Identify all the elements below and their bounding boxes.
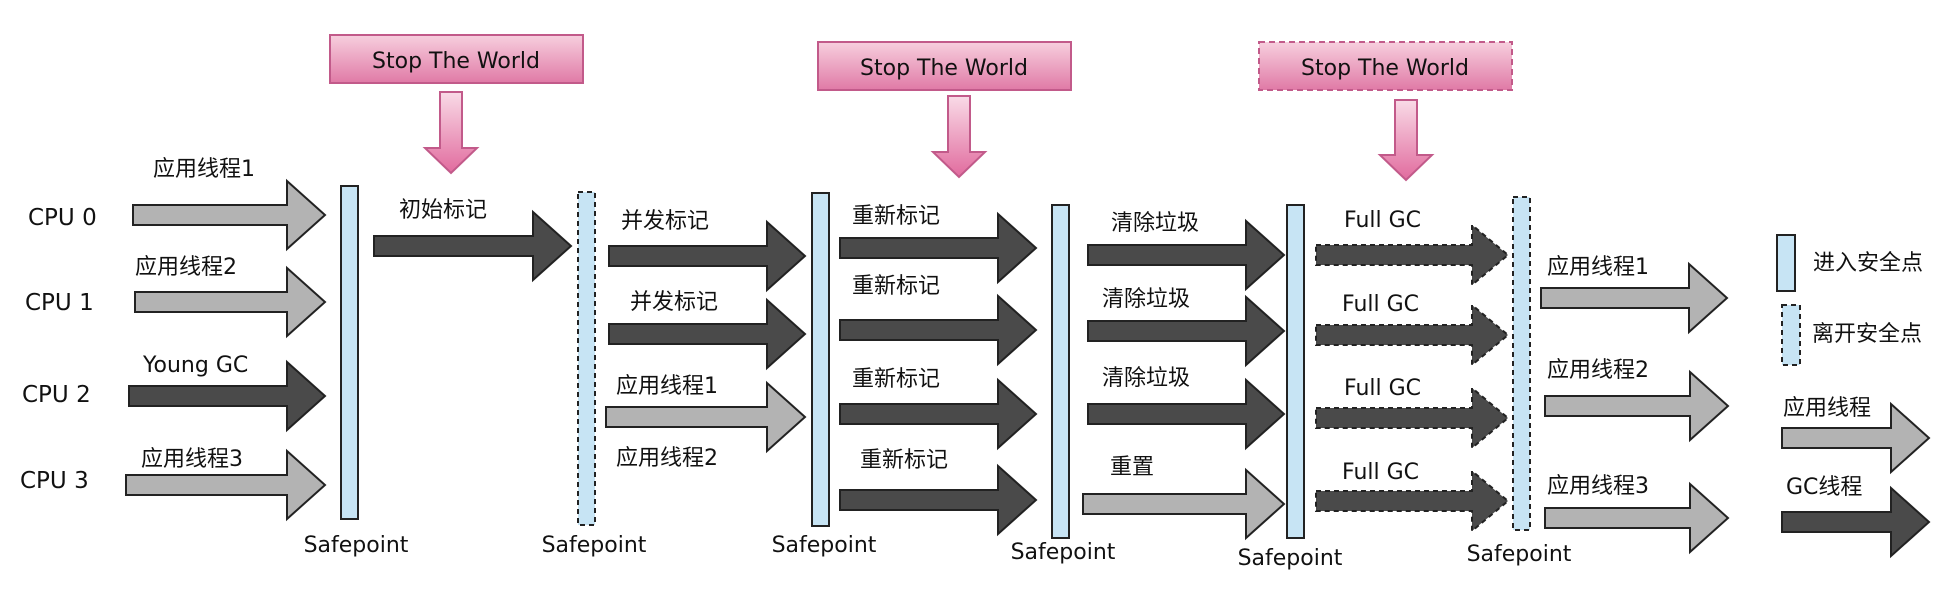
safepoint-label: Safepoint	[542, 533, 647, 558]
down-arrow-icon	[1377, 99, 1435, 182]
legend-enter-label: 进入安全点	[1813, 251, 1923, 276]
app-thread-arrow: 应用线程3	[125, 447, 327, 522]
arrow-label: 应用线程2	[616, 446, 718, 471]
arrow-label: 初始标记	[399, 198, 487, 223]
gc-thread-arrow: 重新标记	[839, 204, 1038, 285]
arrow-label: 重置	[1110, 455, 1154, 480]
cpu-label-0: CPU 0	[28, 205, 97, 231]
arrow-label: 重新标记	[852, 274, 940, 299]
arrow-label: 清除垃圾	[1102, 287, 1190, 312]
full-gc-arrow: Full GC	[1315, 376, 1510, 451]
cpu-label-2: CPU 2	[22, 382, 91, 408]
gc-thread-arrow: Young GC	[128, 353, 327, 433]
down-arrow-icon	[422, 91, 480, 175]
arrow-label: Full GC	[1344, 208, 1421, 233]
legend-gc-arrow	[1781, 485, 1931, 559]
arrow-label: 应用线程1	[1547, 255, 1649, 280]
safepoint-label: Safepoint	[1011, 540, 1116, 565]
gc-thread-arrow: 清除垃圾	[1087, 211, 1286, 292]
safepoint-bar-leave	[1512, 196, 1531, 531]
arrow-label: 清除垃圾	[1102, 366, 1190, 391]
safepoint-bar-leave	[577, 191, 596, 526]
stop-the-world-label-3: Stop The World	[1301, 56, 1469, 81]
arrow-label: 应用线程3	[141, 447, 243, 472]
arrow-label: 重新标记	[852, 367, 940, 392]
gc-thread-arrow: 清除垃圾	[1087, 366, 1286, 451]
gc-thread-arrow: 清除垃圾	[1087, 287, 1286, 368]
arrow-label: 应用线程1	[616, 374, 718, 399]
arrow-label: 重新标记	[860, 448, 948, 473]
arrow-label: Full GC	[1344, 376, 1421, 401]
app-thread-arrow: 应用线程3	[1544, 474, 1730, 555]
legend-leave-swatch	[1781, 304, 1801, 366]
stop-the-world-label-2: Stop The World	[860, 56, 1028, 81]
stop-the-world-2: Stop The World	[817, 41, 1072, 91]
arrow-label: 应用线程1	[153, 157, 255, 182]
stop-the-world-3: Stop The World	[1258, 41, 1513, 91]
app-thread-arrow: 应用线程1	[132, 157, 327, 252]
safepoint-bar-enter	[1286, 204, 1305, 539]
gc-thread-arrow: 重新标记	[839, 448, 1038, 537]
arrow-label: 应用线程2	[135, 255, 237, 280]
arrow-label: Full GC	[1342, 460, 1419, 485]
legend-app-arrow	[1781, 401, 1931, 475]
safepoint-label: Safepoint	[1467, 542, 1572, 567]
full-gc-arrow: Full GC	[1315, 460, 1510, 534]
safepoint-bar-enter	[811, 192, 830, 527]
legend-app-label: 应用线程	[1783, 396, 1871, 421]
arrow-label: 应用线程3	[1547, 474, 1649, 499]
stop-the-world-label-1: Stop The World	[372, 49, 540, 74]
app-thread-arrow: 应用线程2	[134, 255, 327, 339]
arrow-label: 重新标记	[852, 204, 940, 229]
legend-enter-swatch	[1776, 234, 1796, 292]
cpu-label-1: CPU 1	[25, 290, 94, 316]
safepoint-label: Safepoint	[1238, 546, 1343, 571]
app-thread-arrow: 应用线程2	[1544, 358, 1730, 443]
legend-leave-label: 离开安全点	[1812, 322, 1922, 347]
full-gc-arrow: Full GC	[1315, 208, 1510, 288]
legend-gc-label: GC线程	[1786, 475, 1862, 500]
safepoint-label: Safepoint	[304, 533, 409, 558]
down-arrow-icon	[930, 95, 988, 179]
arrow-label: 并发标记	[621, 209, 709, 234]
gc-thread-arrow: 重新标记	[839, 367, 1038, 451]
arrow-label: 应用线程2	[1547, 358, 1649, 383]
stop-the-world-1: Stop The World	[329, 34, 584, 84]
gc-thread-arrow: 并发标记	[608, 290, 807, 371]
arrow-label: 清除垃圾	[1111, 211, 1199, 236]
app-thread-arrow: 应用线程1 应用线程2	[605, 374, 807, 471]
cpu-label-3: CPU 3	[20, 468, 89, 494]
safepoint-bar-enter	[1051, 204, 1070, 539]
safepoint-label: Safepoint	[772, 533, 877, 558]
arrow-label: Young GC	[142, 353, 248, 378]
arrow-label: Full GC	[1342, 292, 1419, 317]
app-thread-arrow: 应用线程1	[1540, 255, 1729, 335]
app-thread-arrow: 重置	[1082, 455, 1286, 541]
arrow-label: 并发标记	[630, 290, 718, 315]
gc-thread-arrow: 并发标记	[608, 209, 807, 293]
safepoint-bar-enter	[340, 185, 359, 520]
gc-thread-arrow: 初始标记	[373, 198, 573, 283]
full-gc-arrow: Full GC	[1315, 292, 1510, 368]
legend: 进入安全点 离开安全点 应用线程 GC线程	[1776, 234, 1931, 559]
gc-thread-arrow: 重新标记	[839, 274, 1038, 367]
